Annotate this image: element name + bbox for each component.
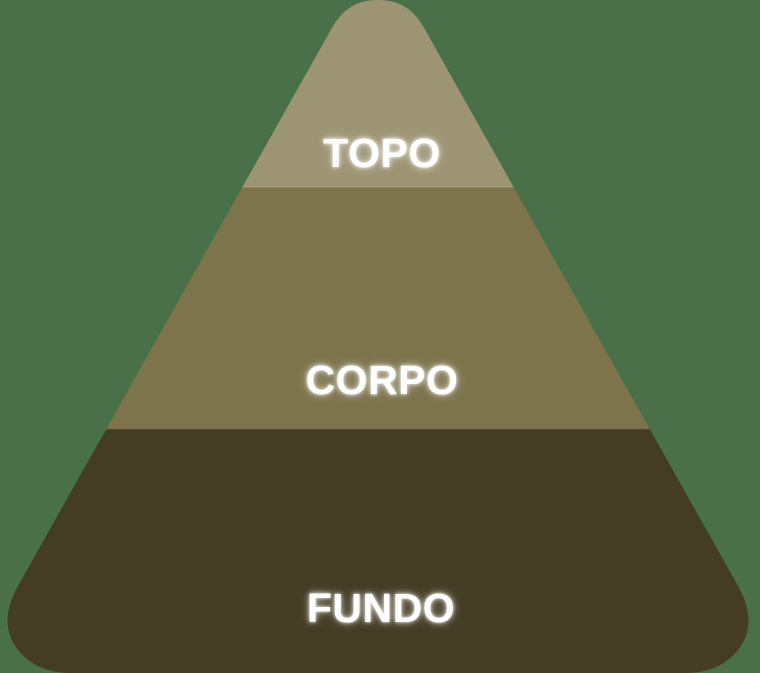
pyramid-label-fundo: FUNDO	[306, 585, 456, 631]
pyramid-label-corpo: CORPO	[305, 357, 459, 403]
pyramid-segment-fundo[interactable]	[0, 429, 760, 673]
divider-corpo-fundo	[7, 428, 749, 430]
divider-topo-corpo	[7, 186, 749, 188]
pyramid-label-topo: TOPO	[323, 130, 441, 176]
